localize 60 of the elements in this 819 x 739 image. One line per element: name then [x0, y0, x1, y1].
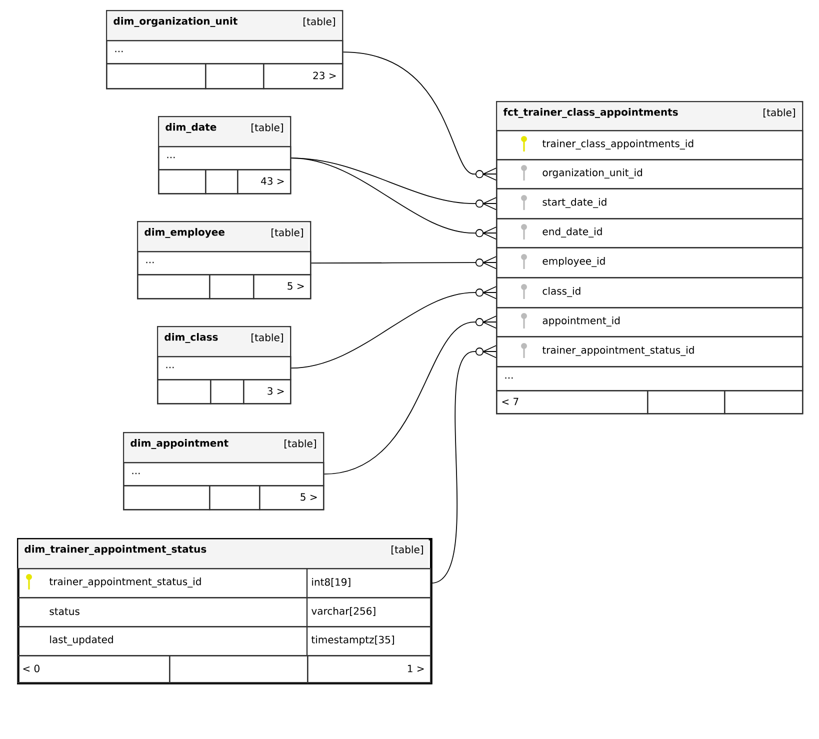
- footer-cell: < 7: [496, 390, 648, 414]
- table-name: dim_organization_unit: [114, 17, 238, 27]
- column-row: end_date_id: [496, 218, 804, 248]
- footer-cell: [724, 390, 804, 414]
- table-name: fct_trainer_class_appointments: [503, 108, 678, 118]
- footer-cell: 3 >: [243, 379, 292, 404]
- table-type: [table]: [252, 124, 283, 132]
- footer-cell: < 0: [17, 655, 170, 684]
- relationship-line: [310, 256, 496, 270]
- ellipsis-row: ...: [157, 356, 292, 380]
- footer-cell: [205, 169, 238, 194]
- footer-cell: 1 >: [307, 655, 432, 684]
- ellipsis-row: ...: [496, 366, 804, 392]
- column-row: trainer_appointment_status_id: [496, 336, 804, 368]
- column-row: organization_unit_id: [496, 159, 804, 190]
- footer-cell: 43 >: [237, 169, 292, 194]
- footer-cell: [106, 63, 206, 90]
- footer-cell: [205, 63, 264, 90]
- node-label: trainer_appointment_status_id: [49, 578, 201, 588]
- footer-cell: 5 >: [259, 485, 324, 510]
- column-row: trainer_class_appointments_id: [496, 130, 804, 160]
- table-name: dim_date: [166, 123, 216, 133]
- relationship-line: [290, 286, 496, 369]
- footer-cell: 23 >: [263, 63, 344, 90]
- footer-cell: [209, 485, 260, 510]
- footer-cell: [157, 379, 212, 404]
- table-type: [table]: [392, 546, 423, 554]
- column-row: last_updated timestamptz[35]: [17, 626, 432, 656]
- footer-cell: [209, 274, 254, 300]
- table-type: [table]: [252, 334, 283, 342]
- footer-cell: [210, 379, 244, 404]
- ellipsis-row: ...: [106, 40, 344, 64]
- ellipsis-row: ...: [158, 146, 292, 170]
- footer-cell: [169, 655, 308, 684]
- column-row: status varchar[256]: [17, 597, 432, 628]
- relationship-line: [342, 52, 496, 181]
- footer-cell: [123, 485, 210, 510]
- column-row: trainer_appointment_status_id int8[19]: [17, 568, 432, 598]
- table-name: dim_appointment: [130, 439, 228, 449]
- table-type: [table]: [272, 228, 303, 238]
- footer-cell: 5 >: [253, 274, 312, 300]
- ellipsis-row: ...: [123, 462, 324, 486]
- relationship-line: [324, 316, 496, 475]
- column-row: start_date_id: [496, 188, 804, 220]
- table-name: dim_employee: [144, 228, 224, 238]
- relationship-line: [290, 158, 496, 240]
- table-type: [table]: [284, 440, 316, 448]
- column-row: class_id: [496, 277, 804, 308]
- table-name: dim_trainer_appointment_status: [24, 545, 206, 555]
- ellipsis-row: ...: [137, 251, 312, 276]
- table-type: [table]: [304, 18, 335, 26]
- column-row: employee_id: [496, 247, 804, 278]
- footer-cell: [137, 274, 210, 300]
- column-row: appointment_id: [496, 307, 804, 338]
- footer-cell: [158, 169, 206, 194]
- table-name: dim_class: [164, 333, 218, 343]
- node-label: int8[19]: [312, 578, 350, 587]
- footer-cell: [647, 390, 726, 414]
- relationship-line: [430, 345, 496, 584]
- table-type: [table]: [764, 108, 795, 118]
